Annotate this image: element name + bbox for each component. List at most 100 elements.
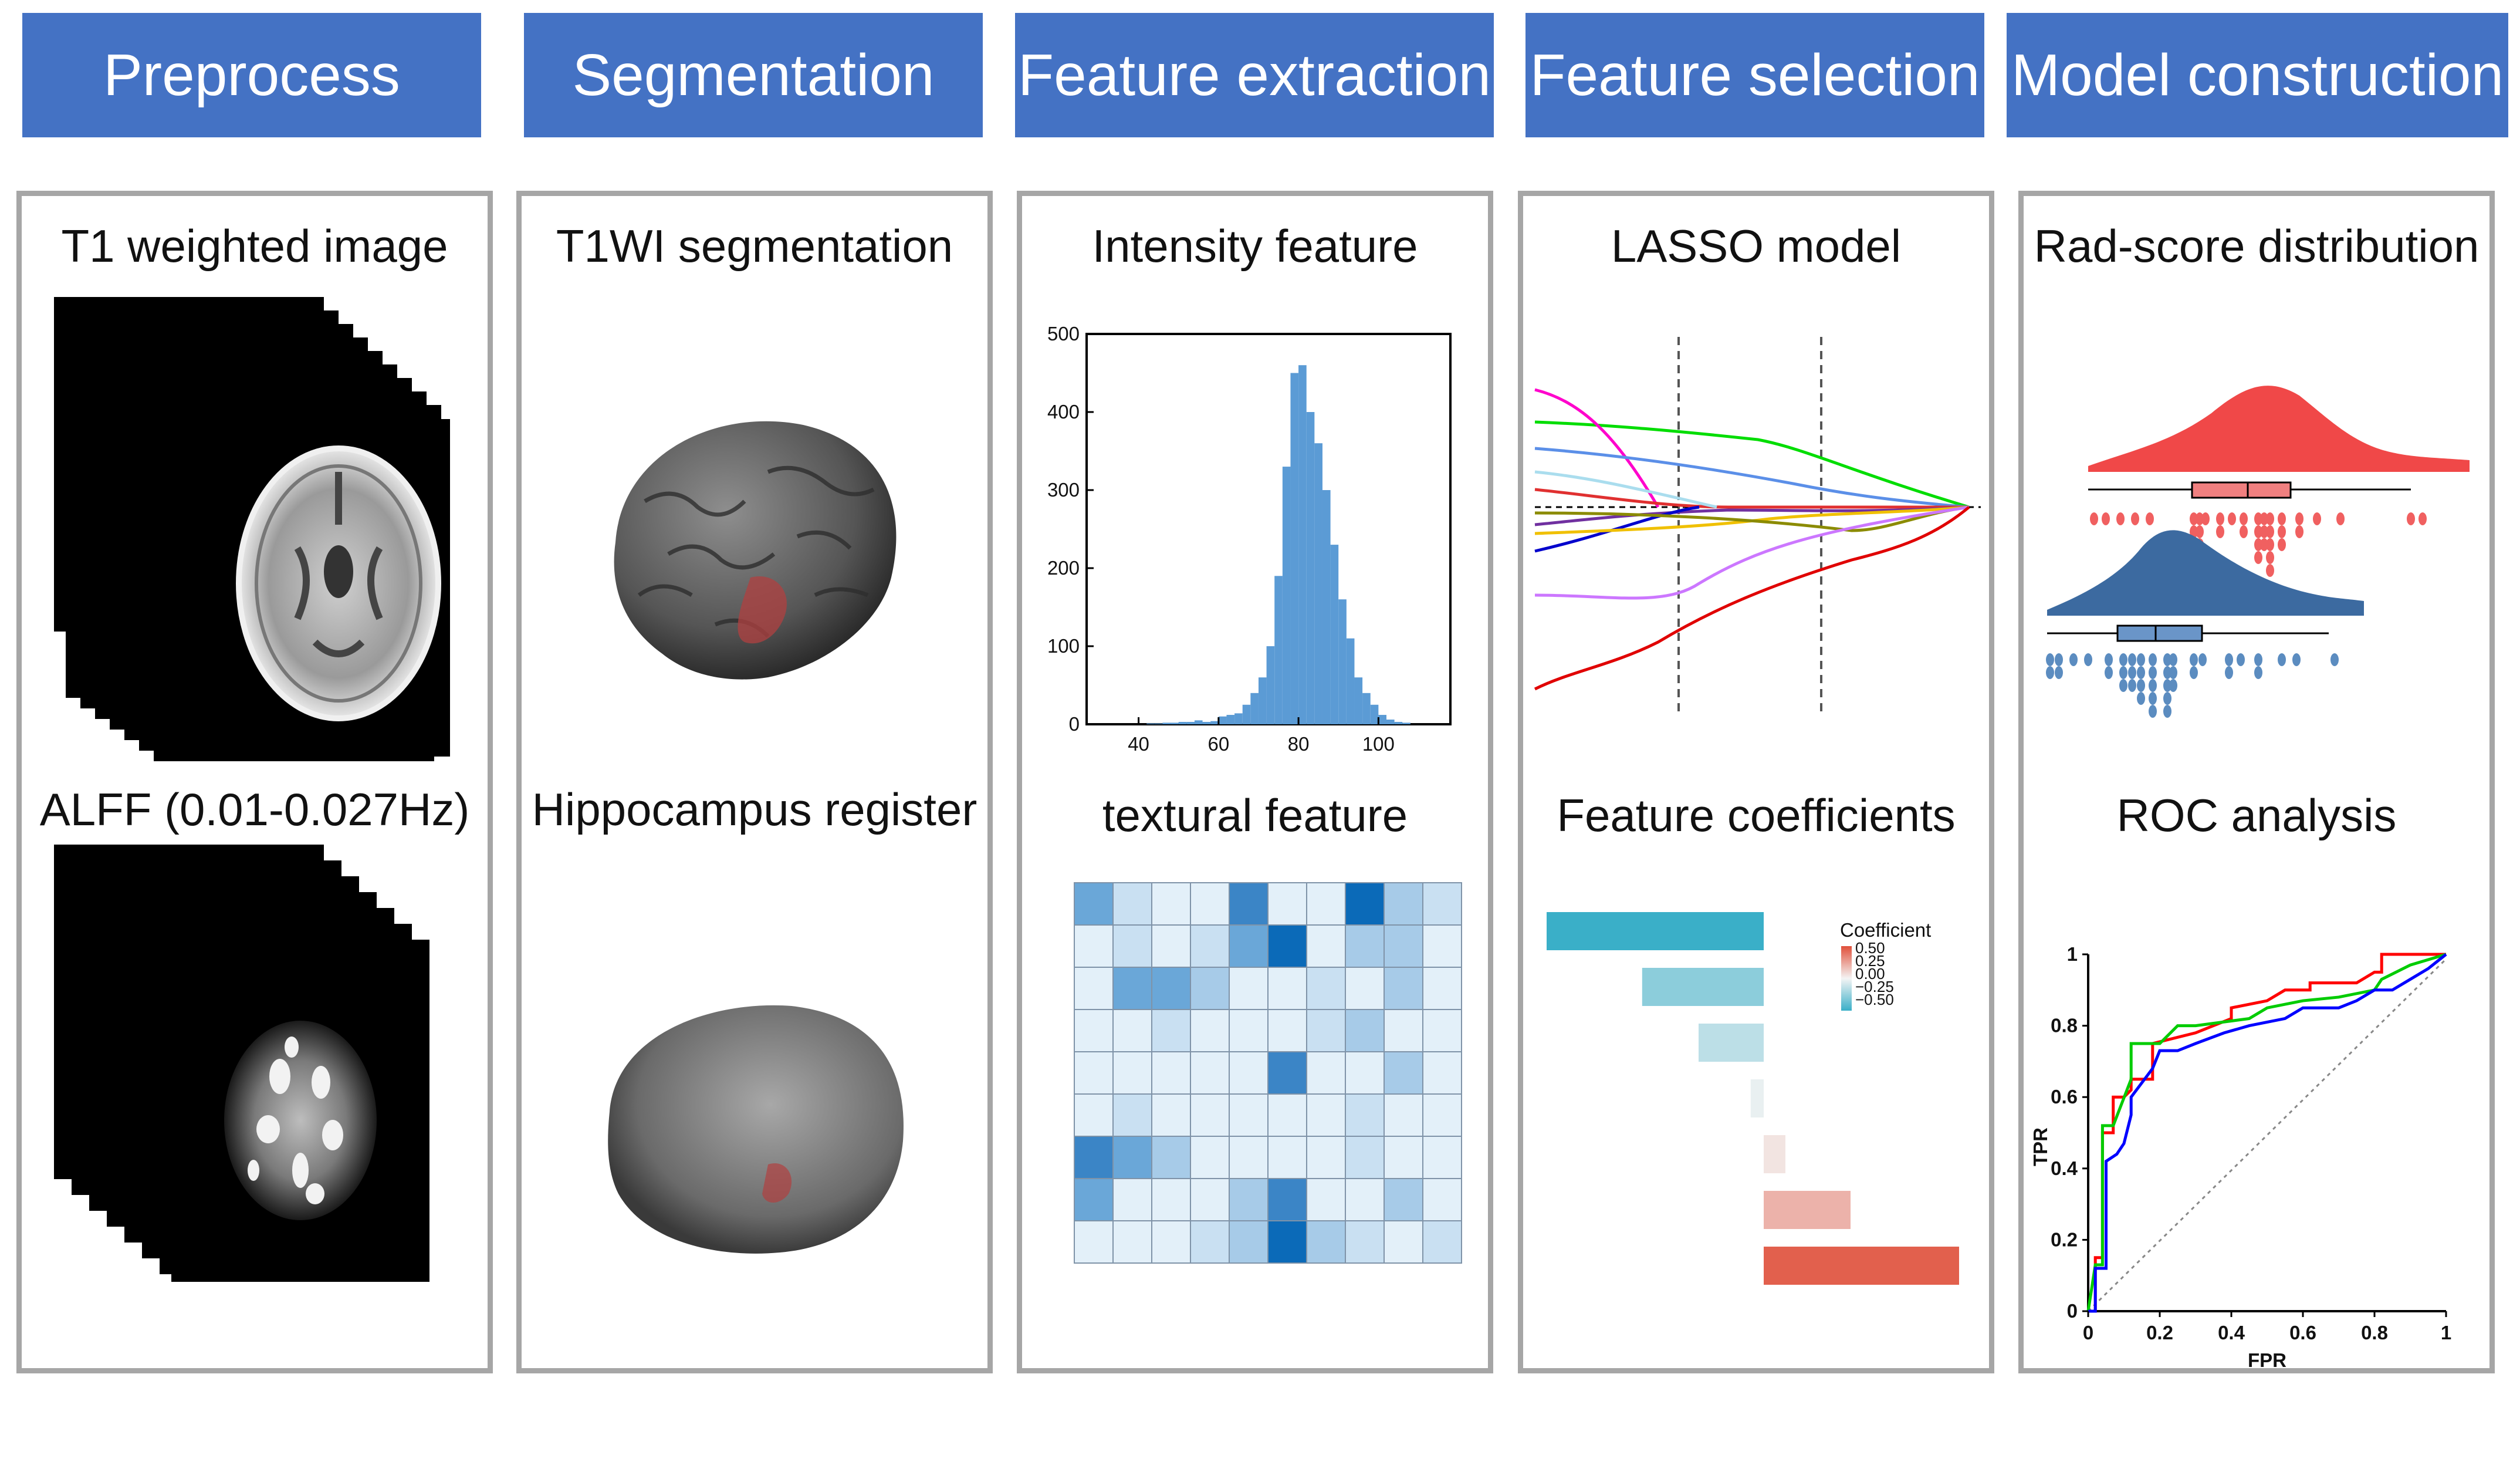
texture-cell <box>1267 1136 1307 1179</box>
rad-score-point <box>2278 512 2286 525</box>
histogram-x-tick: 40 <box>1128 733 1149 755</box>
rad-score-point <box>2105 666 2113 679</box>
texture-cell <box>1345 1093 1385 1137</box>
rad-score-point <box>2254 525 2262 538</box>
roc-xlabel: FPR <box>2248 1349 2286 1371</box>
texture-cell <box>1384 924 1423 968</box>
rad-score-point <box>2278 653 2286 666</box>
rad-score-point <box>2128 666 2136 679</box>
roc-x-tick: 0 <box>2083 1322 2093 1343</box>
rad-score-point <box>2119 666 2127 679</box>
panel-preprocess: T1 weighted image <box>16 191 493 1373</box>
texture-cell <box>1229 1093 1269 1137</box>
histogram-bar <box>1266 646 1275 724</box>
roc-y-tick: 0.8 <box>2051 1015 2078 1037</box>
histogram-y-tick: 200 <box>1047 557 1080 579</box>
texture-cell <box>1112 1220 1152 1264</box>
lasso-path-yellow <box>1534 505 1970 535</box>
hippocampus-render <box>608 1005 904 1254</box>
texture-cell <box>1229 1178 1269 1221</box>
texture-cell <box>1422 1136 1462 1179</box>
rad-score-point <box>2196 525 2204 538</box>
hippocampus-register-label: Hippocampus register <box>532 784 977 835</box>
rad-score-point <box>2102 512 2110 525</box>
rad-score-point <box>2149 653 2157 666</box>
rad-score-point <box>2313 512 2321 525</box>
texture-cell <box>1306 1136 1346 1179</box>
texture-cell <box>1151 1220 1191 1264</box>
rad-score-point <box>2046 666 2054 679</box>
texture-cell <box>1384 1051 1423 1095</box>
histogram-bar <box>1202 722 1211 724</box>
rad-score-point <box>2254 512 2262 525</box>
rad-score-point <box>2190 653 2198 666</box>
rad-score-point <box>2260 538 2268 551</box>
texture-cell <box>1151 1009 1191 1052</box>
histogram-bar <box>1290 373 1299 724</box>
rad-score-point <box>2228 512 2236 525</box>
coefficient-bar <box>1547 912 1764 950</box>
texture-cell <box>1190 882 1230 926</box>
histogram-bar <box>1330 545 1339 724</box>
texture-cell <box>1112 1093 1152 1137</box>
histogram-y-tick: 400 <box>1047 401 1080 423</box>
rad-score-point <box>2190 525 2198 538</box>
histogram-bar <box>1322 490 1331 724</box>
roc-curve-red <box>2088 953 2446 1313</box>
rad-score-point <box>2292 653 2301 666</box>
texture-cell <box>1229 1220 1269 1264</box>
texture-cell <box>1267 882 1307 926</box>
histogram-bar <box>1370 704 1379 724</box>
texture-cell <box>1267 1178 1307 1221</box>
lasso-path-plot <box>1534 337 1981 713</box>
rad-score-point <box>2105 653 2113 666</box>
texture-cell <box>1074 1220 1114 1264</box>
panel-feature-selection: LASSO model Feature coefficients Coeffic… <box>1518 191 1994 1373</box>
texture-cell <box>1190 967 1230 1010</box>
histogram-bar <box>1402 723 1410 724</box>
texture-cell <box>1151 1136 1191 1179</box>
density-group-1 <box>2088 386 2470 472</box>
histogram-bar <box>1178 722 1187 724</box>
histogram-x-tick: 80 <box>1288 733 1310 755</box>
rad-score-point <box>2260 512 2268 525</box>
texture-cell <box>1074 924 1114 968</box>
texture-cell <box>1229 1009 1269 1052</box>
texture-cell <box>1306 1051 1346 1095</box>
texture-cell <box>1267 1220 1307 1264</box>
alff-label: ALFF (0.01-0.027Hz) <box>39 784 470 835</box>
texture-cell <box>1345 1178 1385 1221</box>
texture-cell <box>1112 1009 1152 1052</box>
rad-score-point <box>2330 653 2339 666</box>
rad-score-point <box>2090 512 2098 525</box>
rad-score-point <box>2260 525 2268 538</box>
rad-score-point <box>2240 512 2248 525</box>
rad-score-point <box>2131 512 2139 525</box>
texture-cell <box>1229 967 1269 1010</box>
rad-score-point <box>2055 666 2063 679</box>
texture-cell <box>1151 1178 1191 1221</box>
rad-score-point <box>2254 538 2262 551</box>
texture-cell <box>1229 1051 1269 1095</box>
texture-cell <box>1151 882 1191 926</box>
texture-cell <box>1229 882 1269 926</box>
texture-cell <box>1422 1093 1462 1137</box>
texture-cell <box>1345 967 1385 1010</box>
rad-score-distribution-label: Rad-score distribution <box>2034 220 2480 272</box>
texture-cell <box>1306 967 1346 1010</box>
texture-cell <box>1074 1009 1114 1052</box>
texture-cell <box>1267 924 1307 968</box>
stage-header-feature-selection: Feature selection <box>1525 13 1984 137</box>
rad-score-point <box>2146 512 2154 525</box>
coefficient-bar <box>1764 1135 1785 1173</box>
lasso-path-red-bottom <box>1534 506 1970 691</box>
box-group-1 <box>2191 481 2292 499</box>
histogram-bar <box>1314 443 1322 724</box>
texture-cell <box>1112 1178 1152 1221</box>
texture-cell <box>1384 1136 1423 1179</box>
texture-cell <box>1422 1051 1462 1095</box>
roc-x-tick: 0.4 <box>2218 1322 2245 1343</box>
histogram-bar <box>1226 715 1235 724</box>
rad-score-point <box>2190 666 2198 679</box>
